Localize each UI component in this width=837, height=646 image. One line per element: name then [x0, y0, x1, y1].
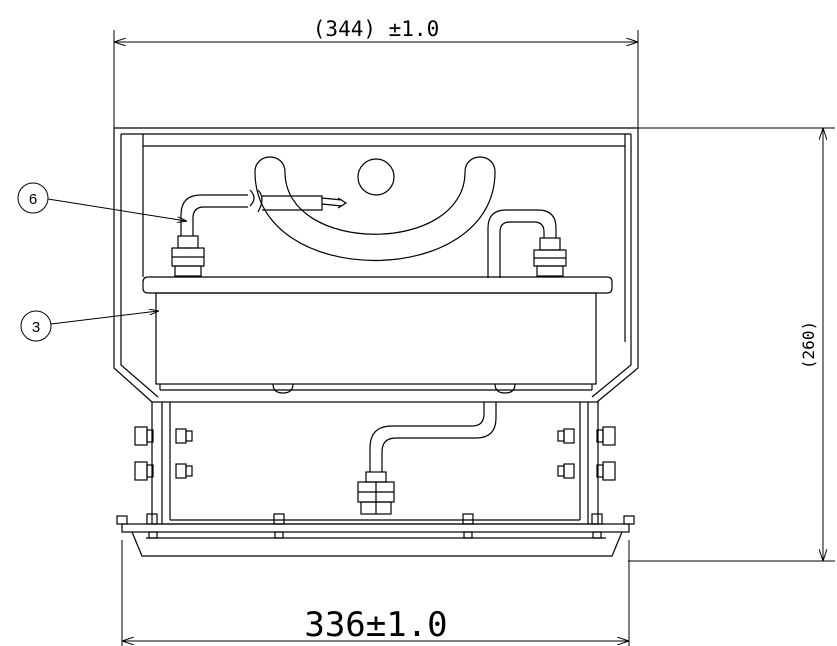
bolts-left: [134, 426, 193, 481]
enclosure-body: [113, 127, 639, 557]
height-dimension: [628, 127, 835, 562]
leader-line-6: [47, 198, 186, 221]
right-cable-gland: [533, 237, 567, 277]
callout-3: 3: [20, 310, 158, 342]
leader-line-3: [50, 311, 158, 325]
lower-bracket-outer: [151, 401, 599, 525]
cable-loop-right-end: [464, 156, 496, 173]
base-bolts: [116, 513, 635, 539]
callout-number-6: 6: [29, 191, 37, 208]
left-cable-gland: [171, 235, 205, 277]
cable-break-symbol: [249, 189, 263, 213]
base-tray: [131, 531, 623, 557]
mounting-hole: [357, 158, 395, 196]
cable-loop-outer: [254, 171, 496, 262]
callout-balloon-3: [20, 310, 52, 342]
bottom-width-dimension: [121, 540, 630, 646]
lower-conduit: [369, 402, 497, 472]
top-width-label: (344) ±1.0: [313, 17, 439, 41]
callout-balloon-6: [17, 182, 49, 214]
callout-6: 6: [17, 182, 186, 221]
box-foot-right: [494, 383, 516, 394]
cable-end: [262, 195, 348, 211]
frame-right-side: [591, 128, 639, 403]
frame-left-side: [113, 128, 159, 403]
left-conduit: [180, 194, 248, 236]
main-box: [155, 292, 597, 385]
bolts-right: [557, 426, 616, 481]
height-label: (260): [799, 321, 818, 369]
callout-number-3: 3: [32, 319, 40, 336]
cable-loop-left-end: [254, 156, 286, 173]
lower-cable-gland: [357, 471, 395, 515]
cable-loop-inner: [284, 171, 466, 235]
lid-flange: [142, 276, 613, 294]
right-conduit: [487, 209, 557, 278]
base-plate: [121, 523, 630, 533]
top-width-dimension: [113, 30, 639, 128]
box-foot-left: [272, 383, 294, 394]
bottom-width-label: 336±1.0: [304, 605, 447, 645]
